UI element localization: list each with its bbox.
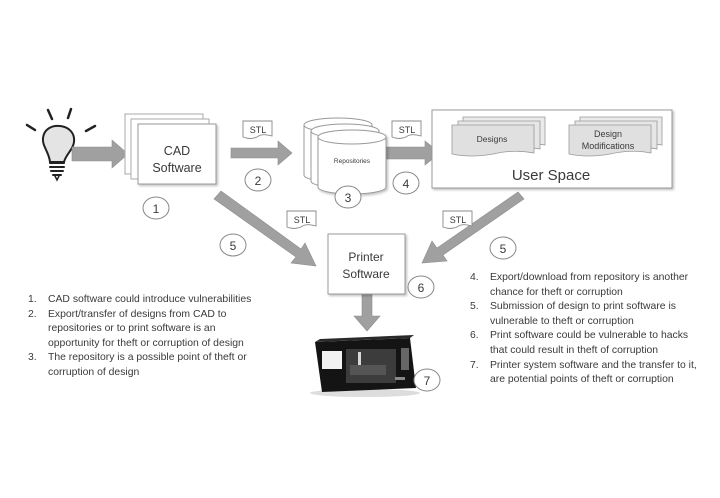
note-item: 6. Print software could be vulnerable to…	[470, 329, 708, 358]
designs-document-stack: Designs	[451, 116, 546, 157]
svg-text:5: 5	[230, 239, 237, 253]
design-modifications-label-line2: Modifications	[582, 141, 635, 151]
designs-label: Designs	[477, 134, 508, 144]
lightbulb-icon	[25, 107, 97, 182]
note-item: 7. Printer system software and the trans…	[470, 359, 708, 388]
user-space-title: User Space	[512, 167, 590, 184]
step-marker-4: 4	[392, 171, 420, 195]
note-text: Export/transfer of designs from CAD to r…	[48, 308, 244, 349]
note-text: Export/download from repository is anoth…	[490, 272, 689, 298]
note-number: 6.	[470, 330, 479, 342]
note-item: 2. Export/transfer of designs from CAD t…	[28, 308, 258, 352]
note-text: Submission of design to print software i…	[490, 301, 676, 327]
note-item: 4. Export/download from repository is an…	[470, 271, 708, 300]
note-number: 2.	[28, 308, 37, 320]
arrow-cad-to-repo	[230, 140, 293, 166]
step-marker-2: 2	[244, 168, 272, 192]
stl-tag-text: STL	[399, 125, 416, 135]
note-text: Print software could be vulnerable to ha…	[490, 330, 689, 356]
svg-text:2: 2	[255, 174, 262, 188]
note-number: 4.	[470, 272, 479, 283]
note-text: Printer system software and the transfer…	[490, 359, 697, 386]
printer-software-node: Printer Software	[327, 233, 406, 295]
note-item: 3. The repository is a possible point of…	[28, 351, 258, 380]
arrow-cad-to-printer	[213, 190, 317, 267]
design-modifications-label-line1: Design	[594, 129, 622, 139]
stl-tag-text: STL	[250, 125, 267, 135]
printer-software-label-line1: Printer	[348, 250, 383, 264]
svg-text:5: 5	[500, 242, 507, 256]
user-space-node: Designs Design Modifications User Space	[431, 109, 673, 189]
svg-text:1: 1	[153, 202, 160, 216]
step-marker-1: 1	[142, 196, 170, 220]
stl-file-tag-cad-to-repo: STL	[242, 120, 273, 139]
svg-text:3: 3	[345, 191, 352, 205]
step-marker-7: 7	[413, 368, 441, 392]
note-text: The repository is a possible point of th…	[48, 352, 247, 378]
note-text: CAD software could introduce vulnerabili…	[48, 294, 252, 305]
3d-printer-icon	[310, 335, 420, 397]
design-modifications-document-stack: Design Modifications	[568, 116, 663, 157]
cad-label-line2: Software	[152, 161, 201, 175]
note-number: 5.	[470, 301, 479, 313]
step-marker-3: 3	[334, 185, 362, 209]
stl-file-tag-cad-to-printer: STL	[286, 210, 317, 229]
svg-text:4: 4	[403, 177, 410, 191]
step-marker-5-left: 5	[219, 233, 247, 257]
stl-tag-text: STL	[450, 215, 467, 225]
note-item: 1. CAD software could introduce vulnerab…	[28, 293, 258, 308]
svg-text:7: 7	[424, 374, 431, 388]
svg-text:6: 6	[418, 281, 425, 295]
stl-file-tag-user-to-printer: STL	[442, 210, 473, 229]
step-marker-6: 6	[407, 275, 435, 299]
note-number: 1.	[28, 294, 37, 305]
arrow-printer-software-to-printer	[353, 292, 381, 332]
arrow-idea-to-cad	[71, 139, 129, 169]
cad-software-node: CAD Software	[124, 113, 217, 185]
notes-list-left: 1. CAD software could introduce vulnerab…	[28, 293, 258, 381]
step-marker-5-right: 5	[489, 236, 517, 260]
note-item: 5. Submission of design to print softwar…	[470, 300, 708, 329]
arrow-user-to-printer	[421, 191, 525, 264]
notes-list-right: 4. Export/download from repository is an…	[470, 271, 708, 388]
note-number: 7.	[470, 359, 479, 371]
stl-tag-text: STL	[294, 215, 311, 225]
printer-software-label-line2: Software	[342, 267, 390, 281]
repositories-node: Repositories	[303, 117, 387, 195]
stl-file-tag-repo-to-user: STL	[391, 120, 422, 139]
repositories-label: Repositories	[334, 158, 371, 165]
note-number: 3.	[28, 352, 37, 364]
cad-label-line1: CAD	[164, 144, 190, 158]
